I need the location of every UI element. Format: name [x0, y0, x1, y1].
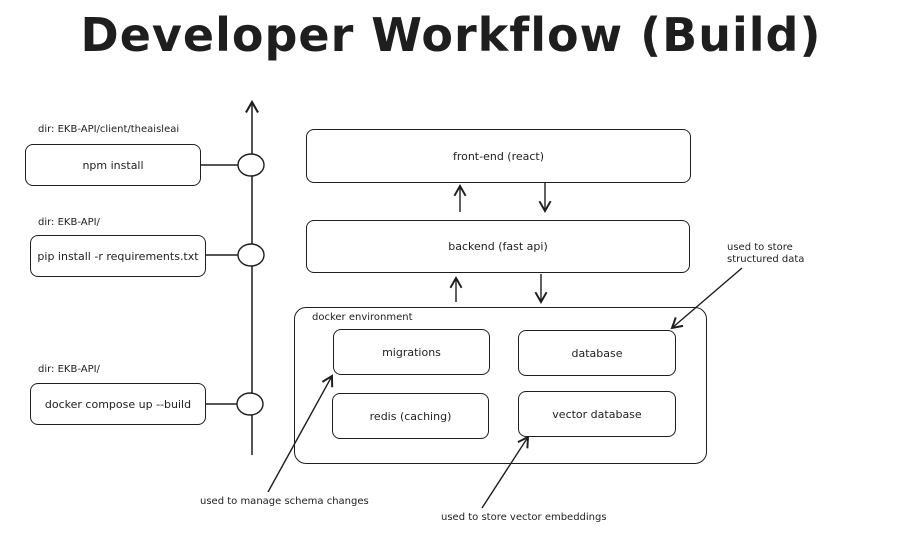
timeline-node	[237, 243, 265, 267]
vector-note-arrow	[481, 435, 530, 509]
migrations-note: used to manage schema changes	[200, 496, 369, 507]
migrations-box: migrations	[333, 329, 490, 375]
step-2-dir: dir: EKB-API/	[38, 217, 100, 228]
database-note-arrow	[670, 267, 743, 330]
database-note-line1: used to store	[727, 242, 793, 253]
step-1-command: npm install	[25, 144, 201, 186]
step-2-command: pip install -r requirements.txt	[30, 235, 206, 277]
page-title: Developer Workflow (Build)	[80, 8, 822, 62]
backend-box: backend (fast api)	[306, 220, 690, 273]
timeline-node	[236, 392, 264, 416]
step-3-command: docker compose up --build	[30, 383, 206, 425]
step-3-dir: dir: EKB-API/	[38, 364, 100, 375]
database-note-line2: structured data	[727, 254, 805, 265]
docker-environment	[294, 307, 707, 464]
database-box: database	[518, 330, 676, 376]
vector-note: used to store vector embeddings	[441, 512, 607, 523]
timeline-node	[237, 153, 265, 177]
vector-database-box: vector database	[518, 391, 676, 437]
frontend-box: front-end (react)	[306, 129, 691, 183]
redis-box: redis (caching)	[332, 393, 489, 439]
docker-environment-label: docker environment	[312, 312, 413, 323]
migrations-note-arrow	[267, 374, 334, 493]
step-1-dir: dir: EKB-API/client/theaisleai	[38, 124, 180, 135]
